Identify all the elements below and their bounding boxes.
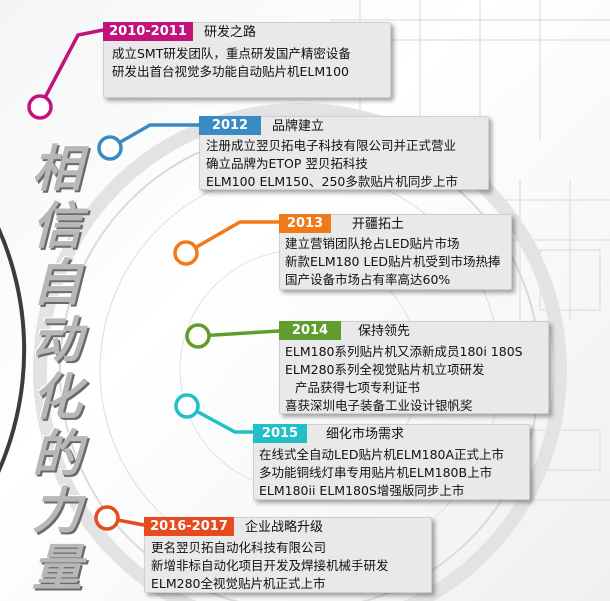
year-badge: 2010-2011 (103, 22, 193, 41)
milestone-line: ELM280系列全视觉贴片机立项研发 (285, 362, 485, 377)
connector-line (109, 123, 199, 150)
connector-line (185, 220, 279, 255)
timeline-node (27, 94, 53, 120)
connector-line (197, 329, 280, 338)
slogan-char: 化 (32, 367, 82, 426)
timeline-arc (0, 227, 27, 473)
milestone-line: 研发出首台视觉多功能自动贴片机ELM100 (112, 64, 350, 79)
milestone-line: ELM180系列贴片机又添新成员180i 180S (285, 344, 523, 359)
slogan-char: 信 (32, 196, 82, 255)
milestone-line: 喜获深圳电子装备工业设计银帆奖 (285, 398, 473, 413)
timeline-node (174, 393, 200, 419)
slogan-char: 动 (32, 310, 82, 369)
milestone-title: 开疆拓土 (352, 217, 405, 232)
milestone-card-2010: 2010-2011 研发之路 成立SMT研发团队，重点研发国产精密设备 研发出首… (103, 22, 391, 98)
connector-line (186, 404, 253, 434)
year-badge: 2014 (279, 321, 341, 340)
milestone-card-2012: 2012 品牌建立 注册成立翌贝拓电子科技有限公司并正式营业 确立品牌为ETOP… (199, 116, 489, 190)
milestone-line: 在线式全自动LED贴片机ELM180A正式上市 (259, 447, 505, 462)
timeline-node (97, 135, 123, 161)
year-badge: 2013 (279, 214, 331, 233)
milestone-line: 国产设备市场占有率高达60% (285, 272, 451, 287)
timeline-node (94, 505, 120, 531)
milestone-card-2015: 2015 细化市场需求 在线式全自动LED贴片机ELM180A正式上市 多功能铜… (253, 424, 530, 500)
milestone-line: 确立品牌为ETOP 翌贝拓科技 (206, 156, 368, 171)
slogan-char: 的 (32, 424, 82, 483)
milestone-line: 成立SMT研发团队，重点研发国产精密设备 (112, 46, 351, 61)
milestone-line: ELM280全视觉贴片机正式上市 (151, 576, 326, 591)
milestone-title: 研发之路 (204, 25, 257, 40)
vertical-slogan: 相 信 自 动 化 的 力 量 (22, 140, 92, 596)
milestone-title: 企业战略升级 (245, 520, 324, 535)
milestone-card-2014: 2014 保持领先 ELM180系列贴片机又添新成员180i 180S ELM2… (279, 321, 549, 414)
connectors (27, 28, 280, 531)
slogan-char: 自 (32, 253, 82, 312)
timeline-node (173, 240, 199, 266)
timeline-node (185, 323, 211, 349)
year-badge: 2016-2017 (144, 517, 234, 536)
year-badge: 2012 (199, 116, 261, 135)
milestone-card-2013: 2013 开疆拓土 建立营销团队抢占LED贴片市场 新款ELM180 LED贴片… (279, 214, 512, 290)
milestone-title: 品牌建立 (272, 119, 325, 134)
milestone-title: 细化市场需求 (326, 427, 405, 442)
slogan-char: 量 (32, 538, 82, 597)
slogan-char: 相 (32, 139, 82, 198)
milestone-line: 注册成立翌贝拓电子科技有限公司并正式营业 (206, 138, 457, 153)
milestone-line: 新款ELM180 LED贴片机受到市场热捧 (285, 254, 501, 269)
milestone-line: 多功能铜线灯串专用贴片机ELM180B上市 (259, 465, 493, 480)
milestone-line: ELM100 ELM150、250多款贴片机同步上市 (206, 174, 458, 189)
milestone-line: 建立营销团队抢占LED贴片市场 (285, 236, 460, 251)
milestone-line: 产品获得七项专利证书 (295, 380, 421, 395)
year-badge: 2015 (253, 424, 307, 443)
milestone-line: 更名翌贝拓自动化科技有限公司 (151, 540, 327, 555)
milestone-line: ELM180ii ELM180S增强版同步上市 (259, 483, 465, 498)
milestone-card-2016: 2016-2017 企业战略升级 更名翌贝拓自动化科技有限公司 新增非标自动化项… (144, 517, 432, 593)
milestone-title: 保持领先 (358, 324, 411, 339)
milestone-line: 新增非标自动化项目开发及焊接机械手研发 (151, 558, 389, 573)
connector-line (38, 28, 104, 108)
slogan-char: 力 (32, 481, 82, 540)
